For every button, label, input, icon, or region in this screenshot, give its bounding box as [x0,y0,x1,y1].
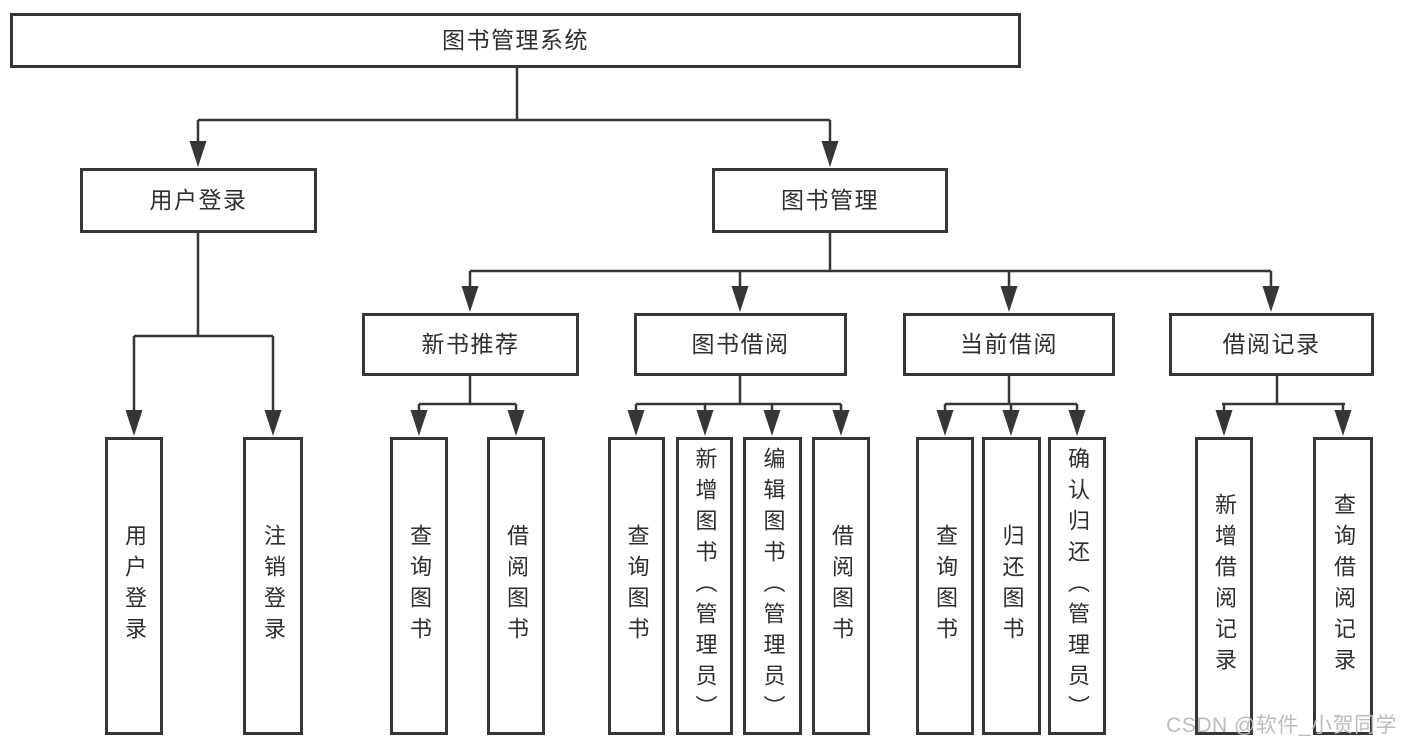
node-borrow-records-label: 借阅记录 [1222,331,1321,357]
leaf-user-login-label: 用户登录 [122,524,147,648]
leaf-br-query-record-label: 查询借阅记录 [1331,493,1356,679]
leaf-br-add-record-label: 新增借阅记录 [1212,493,1237,679]
leaf-bb-add-books-admin: 新增图书（管理员） [676,437,733,735]
node-book-management-label: 图书管理 [781,187,879,213]
leaf-bb-borrow-books-label: 借阅图书 [829,524,854,648]
node-current-borrow-label: 当前借阅 [960,331,1058,357]
node-user-login-label: 用户登录 [149,187,248,213]
leaf-bb-query-books-label: 查询图书 [624,524,650,648]
leaf-nbr-borrow-books-label: 借阅图书 [504,524,529,648]
leaf-cb-confirm-return-admin-label: 确认归还（管理员） [1065,446,1090,726]
leaf-user-login: 用户登录 [105,437,163,735]
leaf-br-query-record: 查询借阅记录 [1313,437,1373,735]
leaf-bb-edit-books-admin-label: 编辑图书（管理员） [760,446,786,726]
leaf-logout-label: 注销登录 [261,524,286,648]
node-book-borrow: 图书借阅 [634,313,847,376]
leaf-bb-add-books-admin-label: 新增图书（管理员） [692,446,718,726]
leaf-logout: 注销登录 [243,437,303,735]
node-book-management: 图书管理 [712,168,948,233]
leaf-nbr-query-books: 查询图书 [390,437,448,735]
node-current-borrow: 当前借阅 [903,313,1115,376]
node-root: 图书管理系统 [10,13,1021,68]
leaf-br-add-record: 新增借阅记录 [1195,437,1253,735]
leaf-cb-confirm-return-admin: 确认归还（管理员） [1048,437,1106,735]
node-borrow-records: 借阅记录 [1169,313,1374,376]
leaf-cb-query-books: 查询图书 [916,437,974,735]
node-user-login: 用户登录 [80,168,317,233]
csdn-watermark: CSDN @软件_小贺同学 [1166,714,1397,737]
node-root-label: 图书管理系统 [442,27,589,53]
leaf-nbr-query-books-label: 查询图书 [407,524,432,648]
leaf-cb-query-books-label: 查询图书 [933,524,958,648]
leaf-cb-return-books: 归还图书 [982,437,1041,735]
leaf-bb-query-books: 查询图书 [608,437,665,735]
node-new-book-recommend-label: 新书推荐 [421,331,520,357]
node-new-book-recommend: 新书推荐 [362,313,579,376]
arrowheads [125,141,1352,436]
leaf-cb-return-books-label: 归还图书 [999,524,1025,648]
leaf-bb-borrow-books: 借阅图书 [812,437,870,735]
node-book-borrow-label: 图书借阅 [691,331,790,357]
leaf-bb-edit-books-admin: 编辑图书（管理员） [743,437,802,735]
leaf-nbr-borrow-books: 借阅图书 [487,437,545,735]
